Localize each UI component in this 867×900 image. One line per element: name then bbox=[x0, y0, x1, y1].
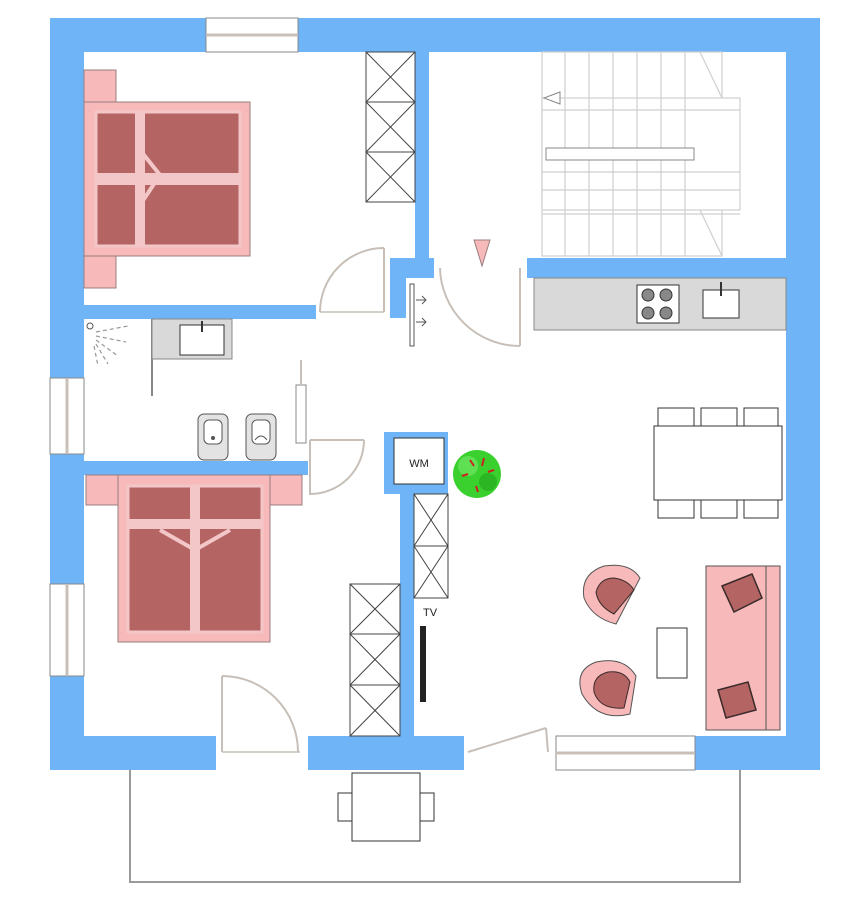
washing-machine-label: WM bbox=[409, 458, 429, 470]
wardrobe-bedroom-2-icon bbox=[349, 583, 401, 737]
sofa-icon bbox=[705, 565, 781, 731]
tv-label: TV bbox=[423, 607, 438, 619]
window-top bbox=[205, 17, 299, 53]
living-area bbox=[579, 564, 781, 731]
door-balcony bbox=[467, 727, 549, 753]
armchair-icon bbox=[582, 564, 641, 625]
door-bedroom-2 bbox=[221, 675, 300, 753]
balcony-railing bbox=[129, 768, 741, 883]
dining-set bbox=[653, 407, 783, 519]
entrance-arrow-icon bbox=[473, 239, 491, 268]
dining-table-icon bbox=[653, 425, 783, 501]
armchair-2-icon bbox=[579, 660, 637, 717]
door-bedroom-1 bbox=[319, 247, 385, 313]
bathroom bbox=[86, 318, 277, 461]
sink-icon bbox=[151, 318, 233, 360]
door-wardrobe-bath bbox=[295, 360, 307, 444]
wardrobe-icon bbox=[365, 51, 416, 203]
staircase bbox=[541, 51, 741, 257]
bidet-icon bbox=[197, 413, 229, 461]
door-bathroom bbox=[309, 439, 365, 496]
window-bottom-living bbox=[555, 735, 696, 771]
balcony bbox=[129, 768, 741, 883]
bed-icon bbox=[83, 69, 251, 289]
doors bbox=[221, 247, 549, 753]
stair-arrow-icon bbox=[542, 91, 561, 105]
toilet-icon bbox=[245, 413, 277, 461]
kitchen bbox=[533, 277, 787, 331]
plant-icon bbox=[453, 450, 501, 498]
coffee-table-icon bbox=[656, 627, 688, 679]
windows bbox=[49, 17, 696, 771]
cooktop-icon bbox=[636, 284, 680, 324]
wardrobe-hall-icon bbox=[413, 493, 449, 599]
door-entrance bbox=[439, 267, 521, 347]
washing-machine-icon: WM bbox=[393, 437, 445, 485]
patio-table-icon bbox=[337, 772, 435, 842]
bed-2-icon bbox=[85, 474, 303, 643]
kitchen-sink-icon bbox=[702, 282, 740, 319]
window-left-bedroom bbox=[49, 583, 85, 677]
chair-icon bbox=[657, 407, 779, 519]
utility-closet bbox=[409, 283, 427, 347]
tv-icon: TV bbox=[420, 607, 438, 702]
window-left-bath bbox=[49, 377, 85, 455]
shower-icon bbox=[86, 319, 153, 396]
